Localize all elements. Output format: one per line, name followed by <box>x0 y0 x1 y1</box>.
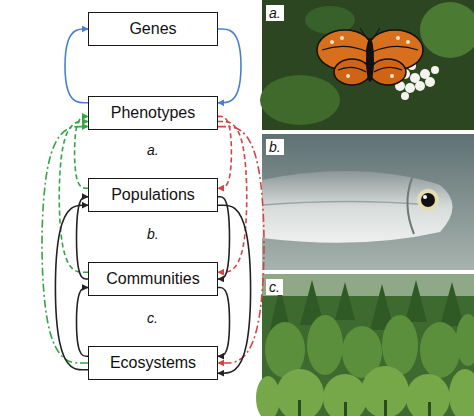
influence-arrow <box>218 205 251 373</box>
influence-arrow <box>218 127 264 363</box>
influence-arrow <box>218 197 230 279</box>
level-box: Ecosystems <box>88 346 218 380</box>
influence-arrow <box>218 288 230 357</box>
scale-letter: a. <box>147 143 159 157</box>
influence-arrow <box>77 197 89 279</box>
level-label: Genes <box>129 20 176 38</box>
level-label: Communities <box>106 270 199 288</box>
fish-photo <box>262 134 474 270</box>
panel-letter: b. <box>266 139 284 155</box>
panel-letter: c. <box>266 279 283 295</box>
influence-arrow <box>218 29 241 103</box>
scale-letter: b. <box>147 227 159 241</box>
level-label: Populations <box>111 186 195 204</box>
influence-arrow <box>55 205 88 370</box>
level-box: Communities <box>88 262 218 296</box>
butterfly-photo <box>260 0 474 130</box>
influence-arrow <box>77 288 89 357</box>
level-label: Ecosystems <box>110 354 196 372</box>
forest-photo <box>256 274 474 416</box>
level-box: Phenotypes <box>88 96 218 130</box>
influence-arrow <box>42 127 88 363</box>
influence-arrow <box>65 29 88 103</box>
level-box: Genes <box>88 12 218 46</box>
panel-letter: a. <box>266 5 284 21</box>
scale-letter: c. <box>147 311 158 325</box>
level-box: Populations <box>88 178 218 212</box>
level-label: Phenotypes <box>111 104 196 122</box>
